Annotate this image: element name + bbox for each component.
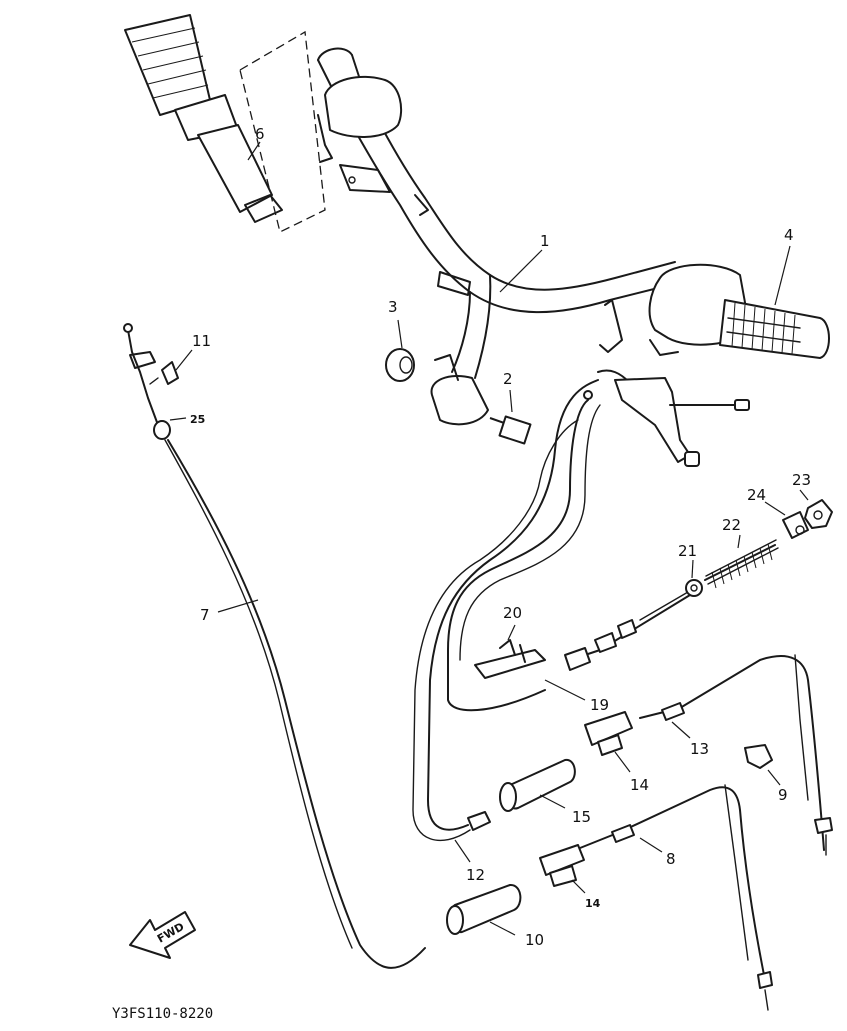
- callout-11: 11: [192, 332, 211, 350]
- callout-21: 21: [678, 542, 697, 560]
- right-grip: [719, 299, 830, 359]
- callout-20: 20: [503, 604, 522, 622]
- callout-19: 19: [590, 696, 609, 714]
- cable-bracket: [614, 377, 750, 467]
- callout-23: 23: [792, 471, 811, 489]
- callout-25: 25: [190, 413, 205, 426]
- callout-4: 4: [784, 226, 794, 244]
- cable-8: [579, 784, 773, 1011]
- cable-19: [447, 399, 601, 712]
- handlebar: [317, 47, 676, 379]
- callout-2: 2: [503, 370, 513, 388]
- callout-22: 22: [722, 516, 741, 534]
- grommet-9: [744, 744, 781, 786]
- callout-6: 6: [255, 125, 265, 143]
- callout-3: 3: [388, 298, 398, 316]
- callout-15: 15: [572, 808, 591, 826]
- cable-12: [412, 369, 633, 863]
- callout-9: 9: [778, 786, 788, 804]
- callout-1: 1: [540, 232, 550, 250]
- cable-end-assembly: [564, 489, 833, 671]
- callout-14b: 14: [585, 897, 601, 910]
- cable-adjuster-10: [446, 884, 522, 936]
- left-grip: [124, 14, 326, 233]
- adjuster-14b: [539, 844, 586, 894]
- callout-14a: 14: [630, 776, 649, 794]
- callout-13: 13: [690, 740, 709, 758]
- cable-13: [639, 654, 833, 856]
- callout-7: 7: [200, 606, 210, 624]
- forward-arrow-icon: FWD: [129, 911, 196, 959]
- callouts: 1 2 3 4 6 7 8 9 10 11 12 13 14 14 15 19 …: [190, 125, 811, 949]
- callout-12: 12: [466, 866, 485, 884]
- callout-8: 8: [666, 850, 676, 868]
- clip-20: [474, 624, 546, 679]
- grommet: [385, 319, 415, 382]
- adjuster-14a: [584, 711, 633, 773]
- callout-24: 24: [747, 486, 766, 504]
- left-switch-housing: [317, 75, 429, 216]
- sleeve-15: [499, 758, 576, 812]
- callout-10: 10: [525, 931, 544, 949]
- screw-11: [149, 349, 193, 385]
- handlebar-clamp: [430, 354, 532, 445]
- throttle-cable: [123, 323, 426, 969]
- diagram-code: Y3FS110-8220: [112, 1006, 213, 1022]
